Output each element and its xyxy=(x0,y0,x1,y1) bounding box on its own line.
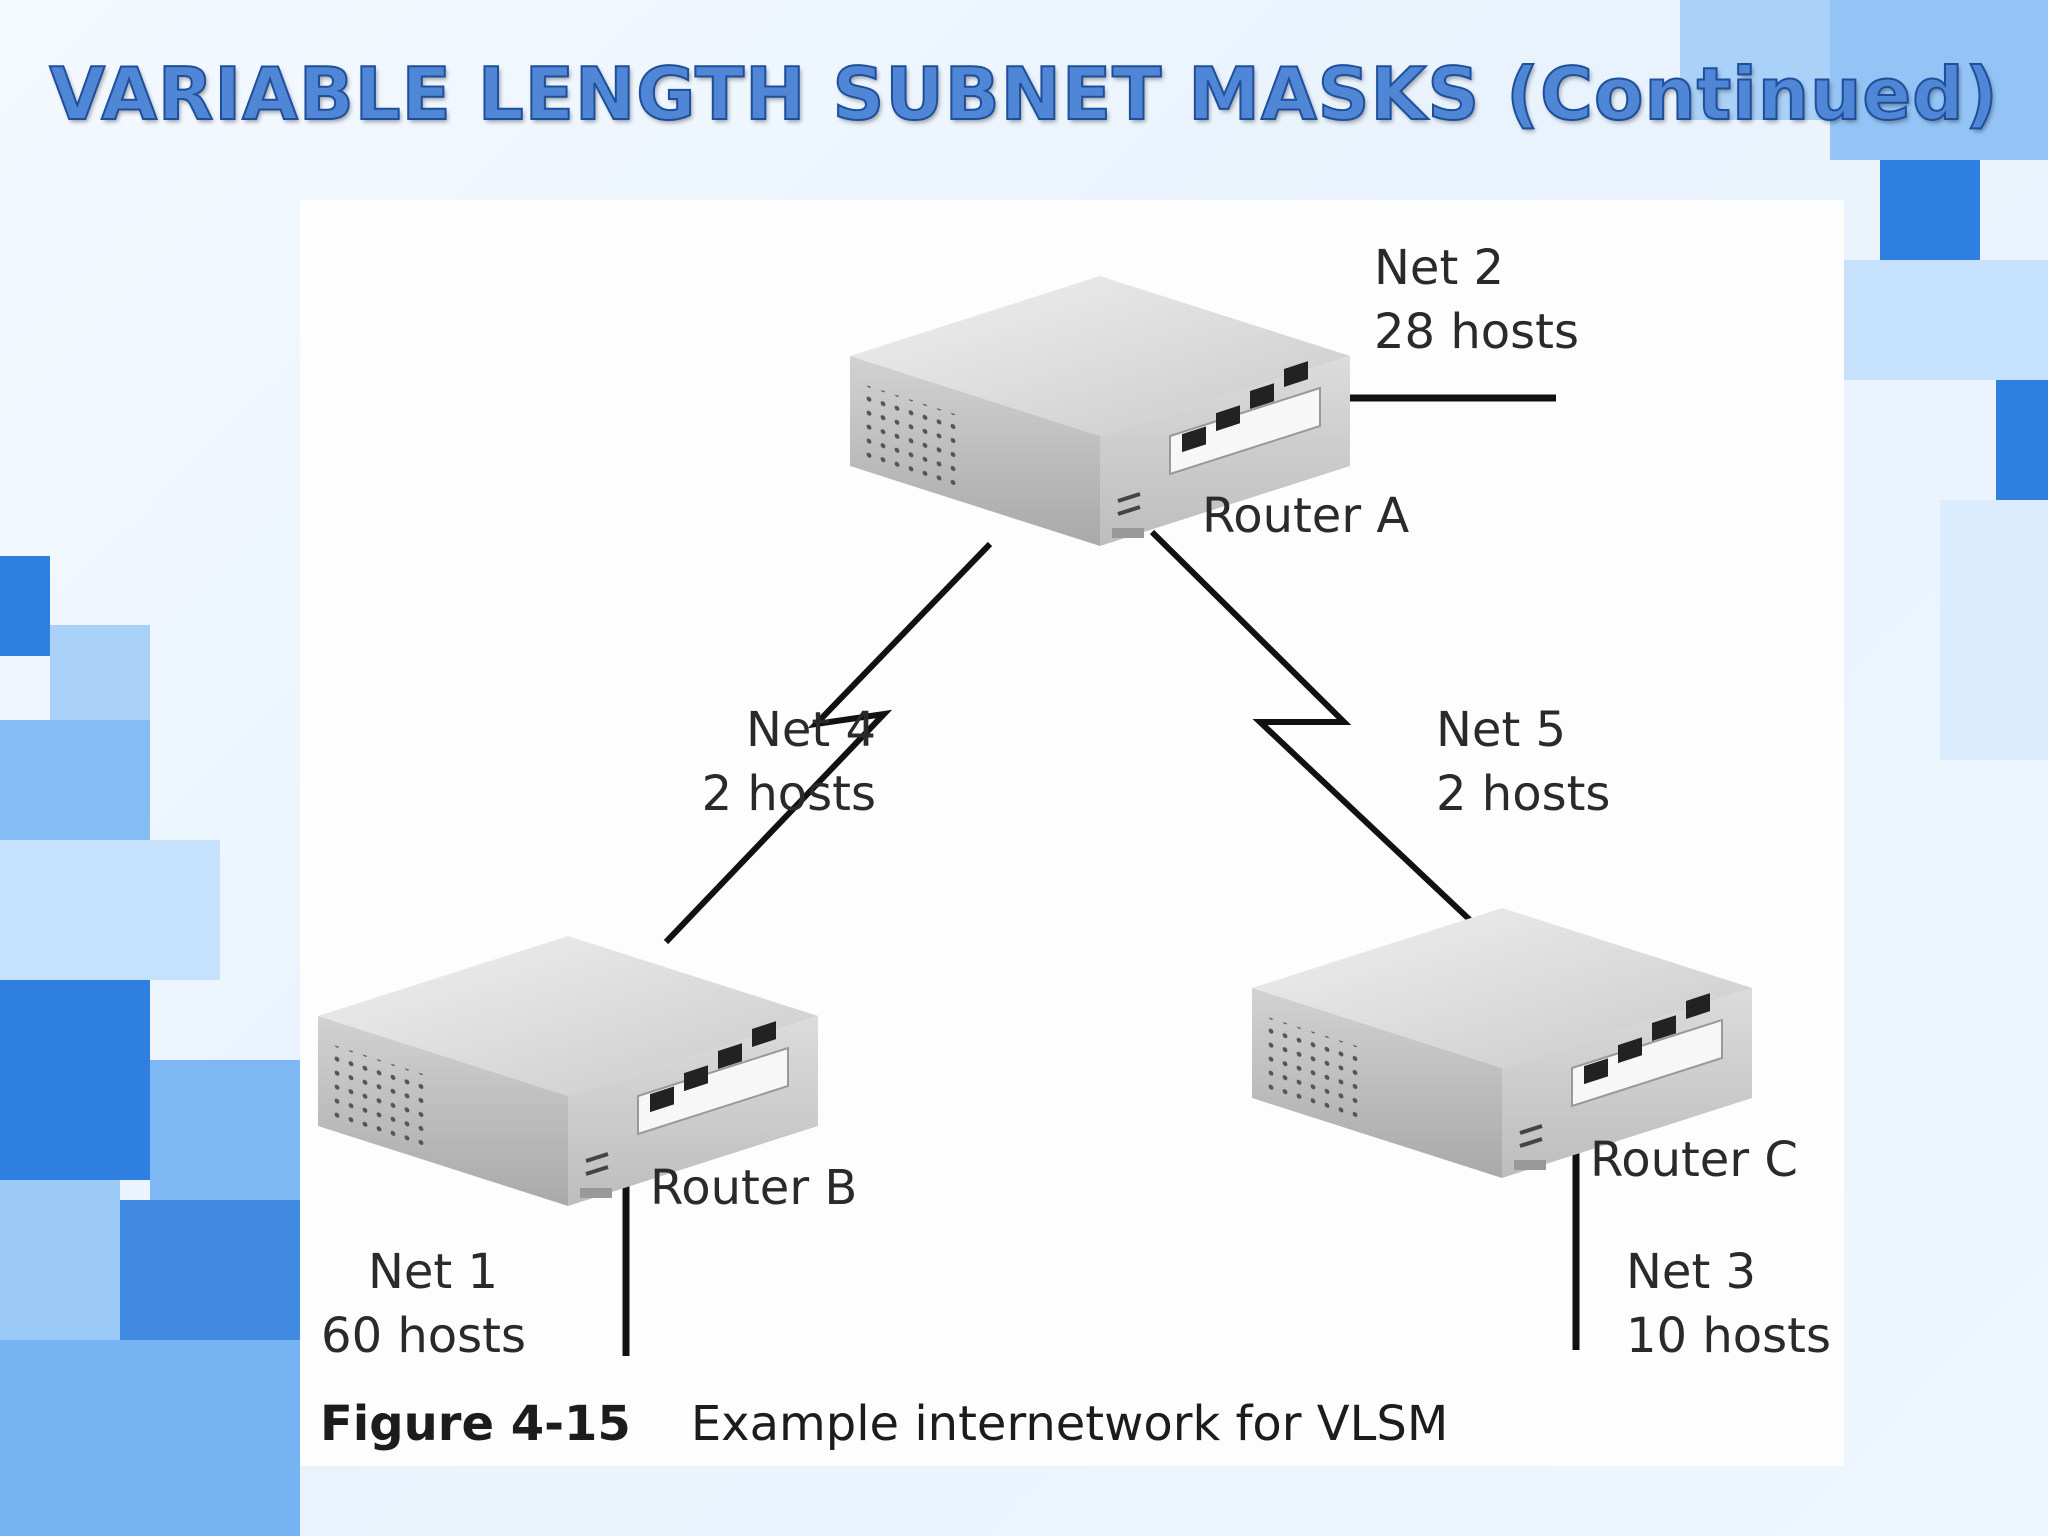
router-a-label: Router A xyxy=(1202,488,1410,544)
serial-link-a-c xyxy=(1149,529,1473,923)
decor-square xyxy=(0,840,220,980)
net3-hosts: 10 hosts xyxy=(1626,1308,1831,1364)
figure-caption: Figure 4-15 Example internetwork for VLSM xyxy=(320,1396,1448,1452)
figure-caption-text: Example internetwork for VLSM xyxy=(690,1396,1449,1452)
net5-hosts: 2 hosts xyxy=(1436,766,1611,822)
diagram-panel: Net 2 28 hosts Router A Net 4 2 hosts Ne… xyxy=(300,200,1844,1466)
decor-square xyxy=(1880,160,1980,260)
net4-label: Net 4 2 hosts xyxy=(630,698,876,826)
net2-name: Net 2 xyxy=(1374,240,1505,296)
figure-number: Figure 4-15 xyxy=(320,1396,631,1452)
decor-square xyxy=(50,625,150,720)
net5-name: Net 5 xyxy=(1436,702,1567,758)
net1-label: Net 1 60 hosts xyxy=(300,1240,526,1368)
router-c-label: Router C xyxy=(1590,1132,1798,1188)
network-diagram xyxy=(316,274,1754,1356)
decor-square xyxy=(0,1340,300,1536)
decor-square xyxy=(0,980,150,1180)
slide-title: VARIABLE LENGTH SUBNET MASKS (Continued) xyxy=(48,51,1999,137)
decor-square xyxy=(150,1060,300,1200)
decor-square xyxy=(1996,380,2048,500)
decor-square xyxy=(0,1180,120,1340)
net3-name: Net 3 xyxy=(1626,1244,1757,1300)
net4-name: Net 4 xyxy=(745,702,876,758)
decor-square xyxy=(1830,0,2048,160)
net1-hosts: 60 hosts xyxy=(321,1308,526,1364)
decor-square xyxy=(1840,260,2048,380)
decor-square xyxy=(1680,0,1830,120)
net3-label: Net 3 10 hosts xyxy=(1626,1240,1831,1368)
decor-square xyxy=(1940,500,2048,760)
net1-name: Net 1 xyxy=(367,1244,498,1300)
decor-square xyxy=(0,720,150,840)
net4-hosts: 2 hosts xyxy=(701,766,876,822)
net5-label: Net 5 2 hosts xyxy=(1436,698,1610,826)
decor-square xyxy=(120,1200,300,1340)
decor-square xyxy=(0,556,50,656)
serial-link-a-b xyxy=(663,541,993,945)
net2-hosts: 28 hosts xyxy=(1374,304,1579,360)
router-b-label: Router B xyxy=(650,1160,858,1216)
net2-label: Net 2 28 hosts xyxy=(1374,236,1579,364)
